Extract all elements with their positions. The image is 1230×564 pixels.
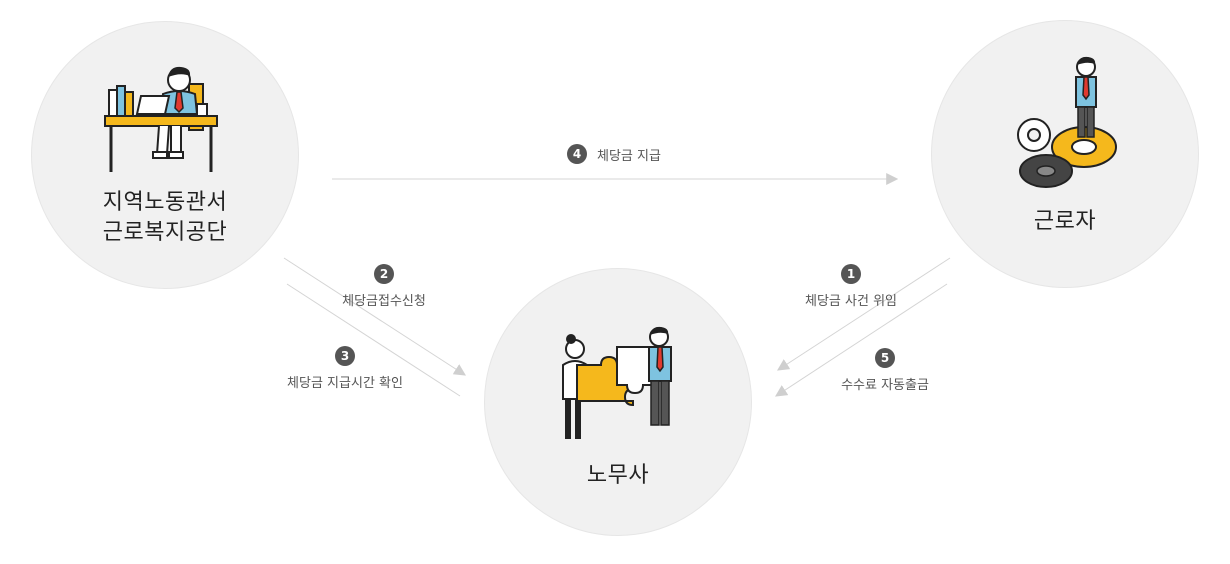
step-3: 3 체당금 지급시간 확인 <box>238 346 452 391</box>
step-4-badge: 4 <box>567 144 587 164</box>
gear-outline <box>1017 118 1051 152</box>
step-4-label: 체당금 지급 <box>597 148 661 164</box>
node-office-line2: 근로복지공단 <box>102 220 228 245</box>
office-worker-desk-illustration <box>104 66 218 172</box>
arrow-step-5 <box>774 283 948 397</box>
step-1-badge: 1 <box>841 264 861 284</box>
step-2-label: 체당금접수신청 <box>342 294 426 309</box>
step-1: 1 체당금 사건 위임 <box>756 264 946 309</box>
step-5: 5 수수료 자동출금 <box>820 348 950 393</box>
node-attorney-title: 노무사 <box>586 463 650 488</box>
node-office: 지역노동관서 근로복지공단 <box>31 21 299 289</box>
step-1-label: 체당금 사건 위임 <box>805 294 897 309</box>
worker-on-gears-illustration <box>1017 56 1117 188</box>
step-3-label: 체당금 지급시간 확인 <box>287 376 403 391</box>
puzzle-partners-illustration <box>562 326 672 439</box>
step-3-badge: 3 <box>335 346 355 366</box>
step-4: 4 체당금 지급 <box>567 144 661 164</box>
step-2: 2 체당금접수신청 <box>326 264 442 309</box>
node-worker-title: 근로자 <box>1033 209 1097 234</box>
node-attorney: 노무사 <box>484 268 752 536</box>
arrow-step-1 <box>776 257 951 371</box>
step-5-badge: 5 <box>875 348 895 368</box>
arrow-step-2 <box>283 257 467 376</box>
step-2-badge: 2 <box>374 264 394 284</box>
node-worker: 근로자 <box>931 20 1199 288</box>
node-office-title: 지역노동관서 근로복지공단 <box>32 188 298 248</box>
step-5-label: 수수료 자동출금 <box>841 378 929 393</box>
line-step-3 <box>286 283 461 397</box>
node-office-line1: 지역노동관서 <box>102 190 228 215</box>
